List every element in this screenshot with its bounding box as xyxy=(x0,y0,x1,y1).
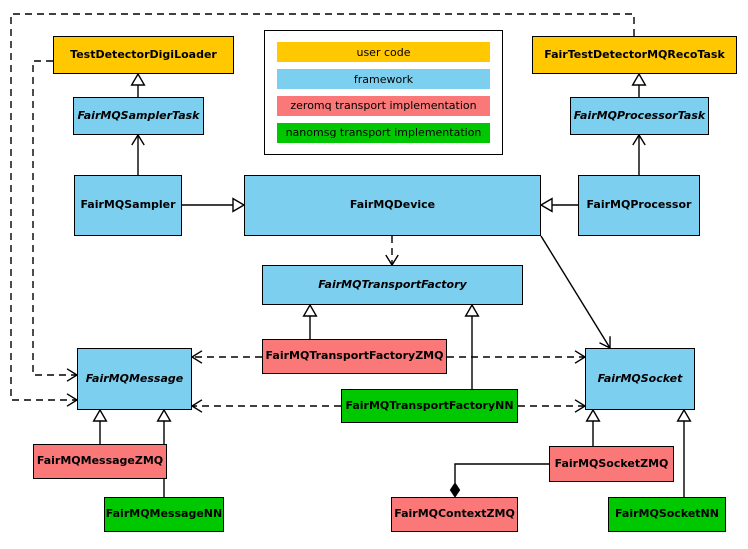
class-node-label: FairMQMessage xyxy=(85,371,184,385)
edge-recotask-inherits-processortask xyxy=(631,72,647,97)
edge-factoryzmq-depends-message xyxy=(190,350,262,364)
class-node-label: FairMQSampler xyxy=(80,198,176,212)
class-node-fair-mq-processor[interactable]: FairMQProcessor xyxy=(578,175,700,236)
class-node-label: FairMQSamplerTask xyxy=(77,108,200,122)
edge-factorynn-depends-socket xyxy=(518,399,587,413)
legend-item-2: zeromq transport implementation xyxy=(277,95,490,116)
class-node-fair-mq-transport-factory-zmq[interactable]: FairMQTransportFactoryZMQ xyxy=(262,339,447,374)
edge-sampler-uses-samplertask xyxy=(131,133,145,175)
class-node-label: FairMQSocketNN xyxy=(615,507,719,521)
legend-item-label: zeromq transport implementation xyxy=(290,99,477,113)
edge-digiloader-inherits-samplertask xyxy=(130,72,146,97)
edges-layer xyxy=(10,13,692,498)
class-node-label: FairMQTransportFactoryNN xyxy=(345,398,514,412)
class-node-label: FairMQMessageNN xyxy=(105,507,223,521)
edge-digiloader-depends-message xyxy=(32,60,79,382)
class-node-label: FairMQProcessorTask xyxy=(573,108,706,122)
class-node-label: FairMQDevice xyxy=(349,198,436,212)
edge-processor-uses-processortask xyxy=(632,133,646,175)
class-node-fair-mq-transport-factory[interactable]: FairMQTransportFactory xyxy=(262,265,523,305)
legend-item-label: framework xyxy=(353,72,414,86)
edge-device-uses-socket xyxy=(540,235,611,350)
class-node-label: FairTestDetectorMQRecoTask xyxy=(544,47,725,61)
class-node-label: FairMQMessageZMQ xyxy=(36,454,164,468)
class-node-fair-mq-sampler-task[interactable]: FairMQSamplerTask xyxy=(73,97,204,135)
class-node-fair-mq-socket-nn[interactable]: FairMQSocketNN xyxy=(608,497,726,532)
class-node-fair-mq-transport-factory-nn[interactable]: FairMQTransportFactoryNN xyxy=(341,389,518,423)
edge-factoryzmq-inherits-factory xyxy=(302,303,318,339)
edge-sampler-inherits-device xyxy=(182,197,246,213)
class-node-fair-mq-message-nn[interactable]: FairMQMessageNN xyxy=(104,497,224,532)
legend-item-3: nanomsg transport implementation xyxy=(277,122,490,143)
class-node-label: FairMQSocket xyxy=(597,371,683,385)
class-node-label: FairMQProcessor xyxy=(586,198,692,212)
class-node-fair-mq-device[interactable]: FairMQDevice xyxy=(244,175,541,236)
class-node-label: FairMQTransportFactory xyxy=(318,277,467,291)
legend-item-label: nanomsg transport implementation xyxy=(285,126,482,140)
edge-factorynn-inherits-factory xyxy=(464,303,480,389)
legend-item-1: framework xyxy=(277,69,490,90)
edge-factorynn-depends-message xyxy=(190,399,341,413)
class-node-label: FairMQTransportFactoryZMQ xyxy=(265,349,444,363)
class-node-fair-test-detector-mq-reco-task[interactable]: FairTestDetectorMQRecoTask xyxy=(532,36,737,74)
class-node-fair-mq-context-zmq[interactable]: FairMQContextZMQ xyxy=(391,497,518,532)
class-node-label: FairMQSocketZMQ xyxy=(554,456,669,470)
class-node-test-detector-digi-loader[interactable]: TestDetectorDigiLoader xyxy=(53,36,234,74)
edge-processor-inherits-device xyxy=(539,197,578,213)
class-node-fair-mq-processor-task[interactable]: FairMQProcessorTask xyxy=(570,97,709,135)
edge-socketnn-inherits-socket xyxy=(676,408,692,497)
edge-socketzmq-inherits-socket xyxy=(585,408,601,446)
class-node-fair-mq-socket-zmq[interactable]: FairMQSocketZMQ xyxy=(549,446,674,482)
class-node-fair-mq-message-zmq[interactable]: FairMQMessageZMQ xyxy=(33,444,167,479)
edge-messagezmq-inherits-message xyxy=(92,408,108,444)
legend-item-0: user code xyxy=(277,42,490,63)
class-node-label: FairMQContextZMQ xyxy=(394,507,515,521)
legend-item-label: user code xyxy=(356,45,411,59)
class-node-label: TestDetectorDigiLoader xyxy=(70,47,217,61)
edge-factoryzmq-depends-socket xyxy=(447,350,587,364)
edge-socketzmq-composes-contextzmq xyxy=(449,463,549,498)
class-node-fair-mq-message[interactable]: FairMQMessage xyxy=(77,348,192,410)
legend-panel: user code framework zeromq transport imple… xyxy=(264,30,503,155)
class-node-fair-mq-sampler[interactable]: FairMQSampler xyxy=(74,175,182,236)
class-node-fair-mq-socket[interactable]: FairMQSocket xyxy=(585,348,695,410)
edge-device-depends-transportfactory xyxy=(385,236,399,267)
